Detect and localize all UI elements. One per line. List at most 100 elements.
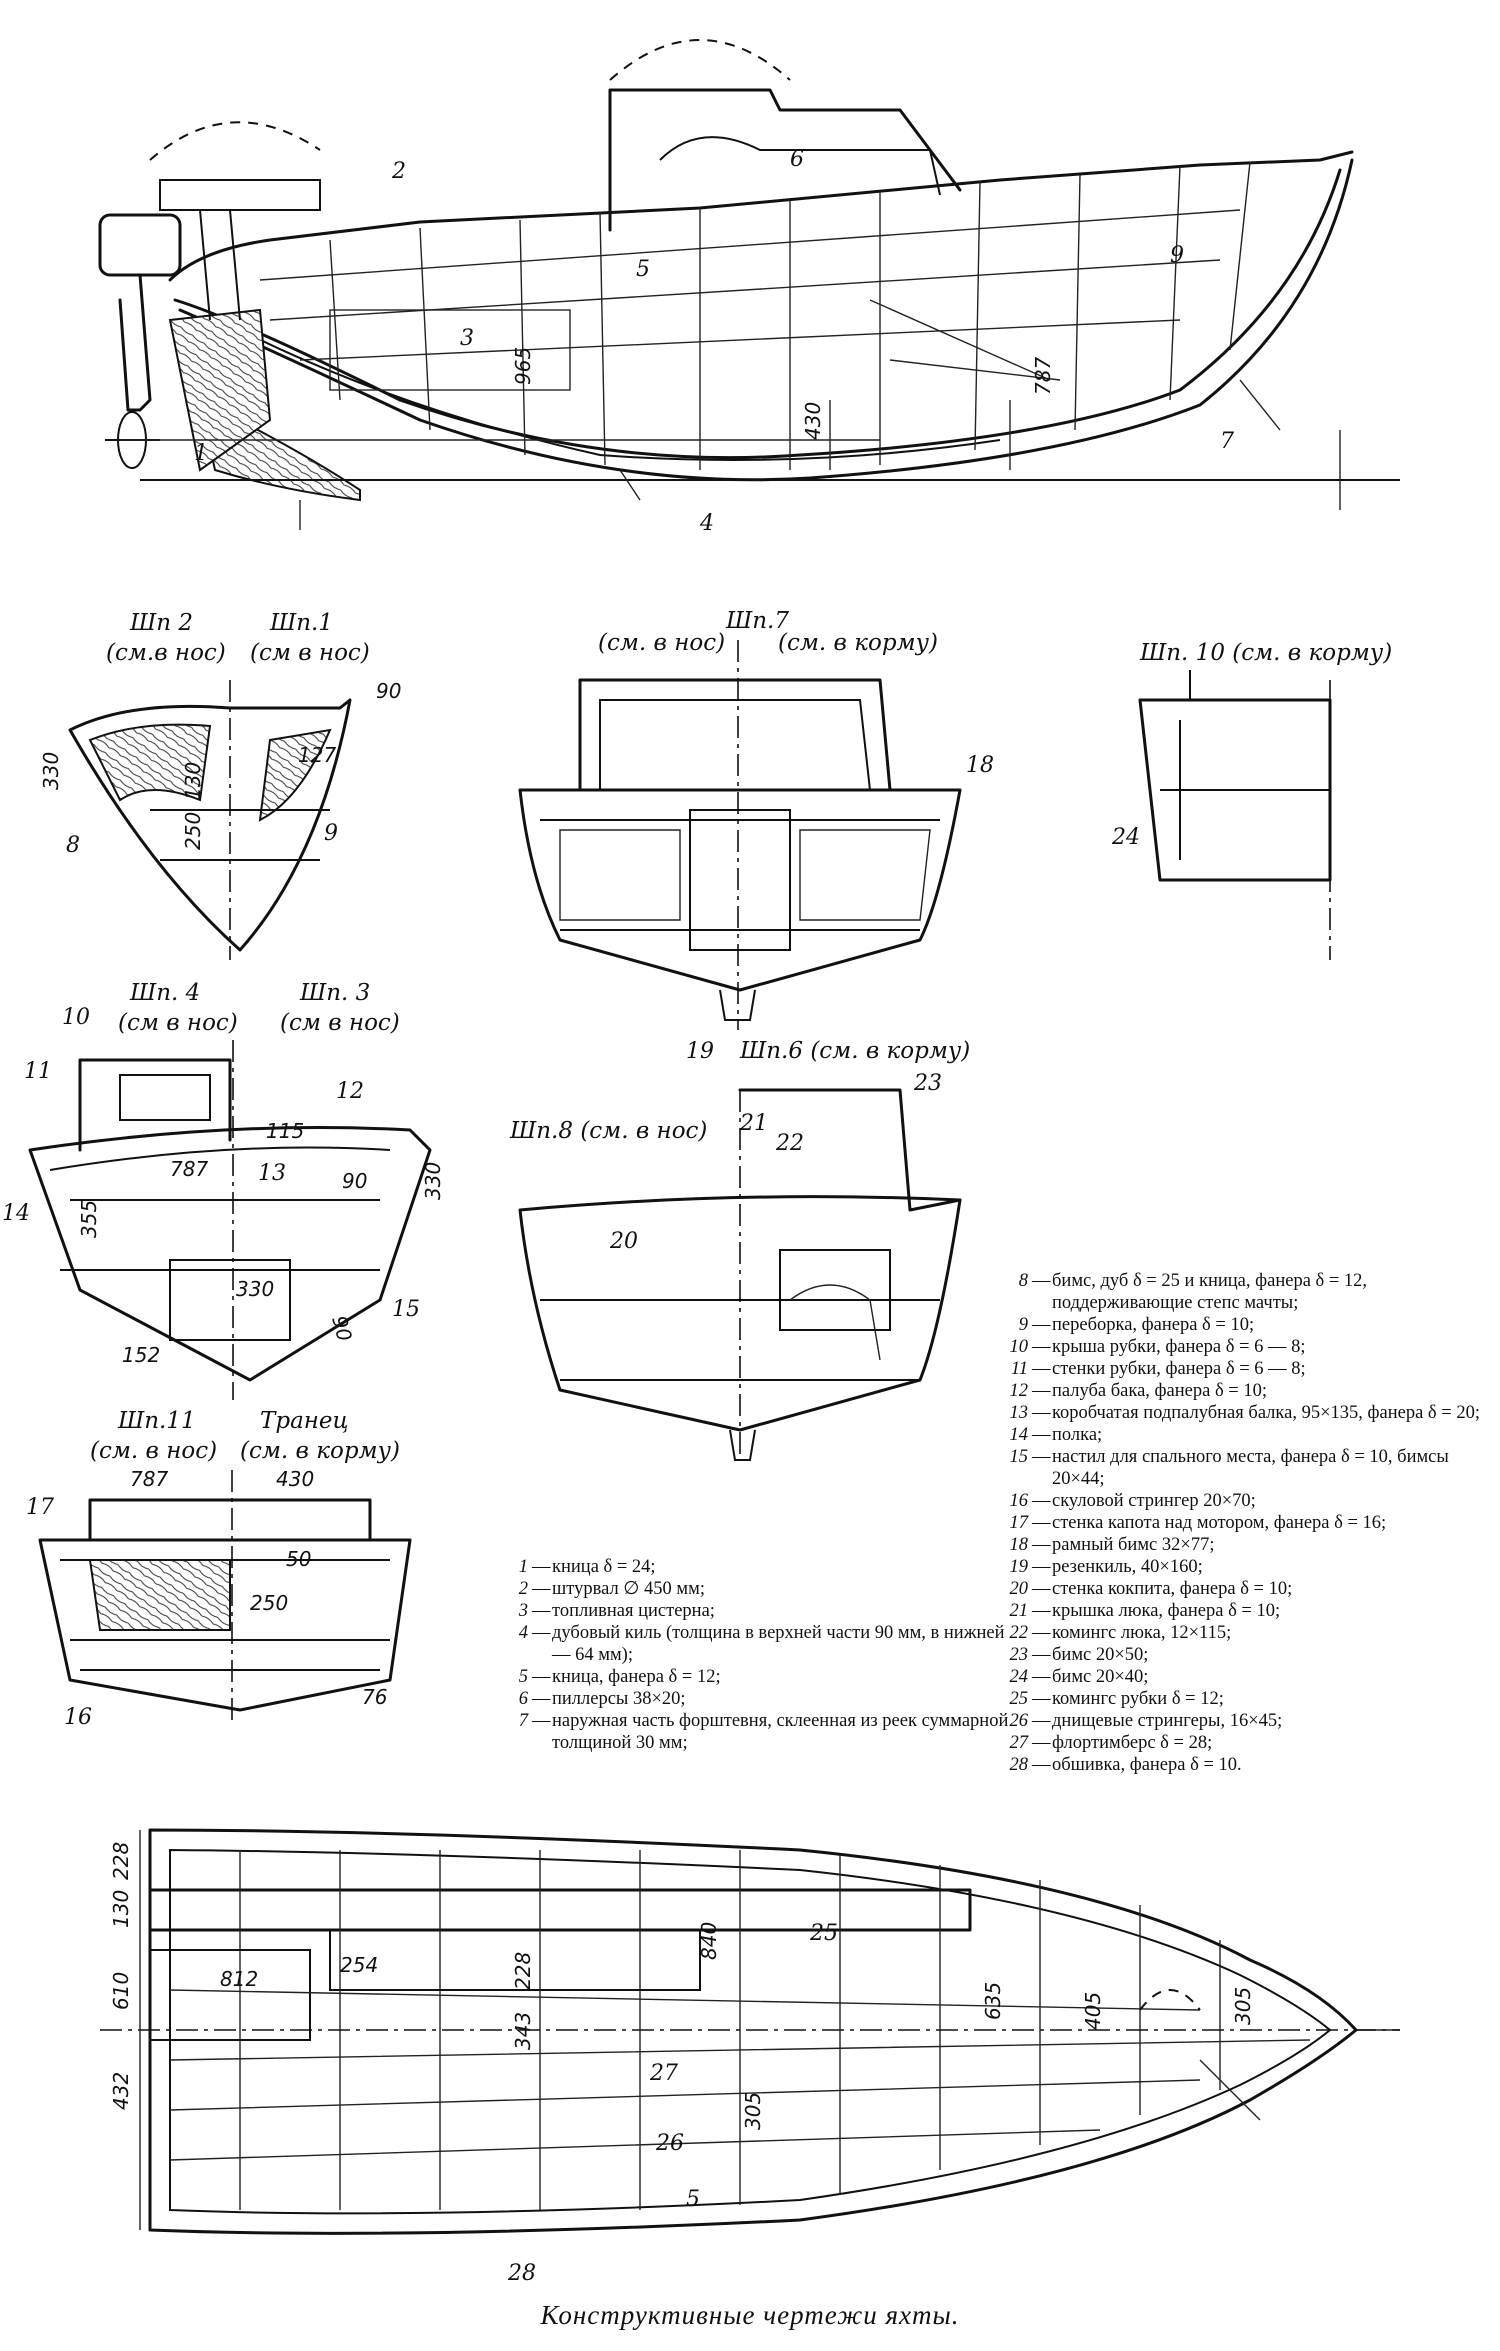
sp11-dim-76: 76 [362, 1685, 387, 1709]
legend-item-dash: — [532, 1667, 551, 1687]
legend-item-dash: — [1032, 1337, 1051, 1357]
side-label-9: 9 [1170, 243, 1184, 268]
legend-item-dash: — [1032, 1601, 1051, 1621]
legend-item-text: рамный бимс 32×77; [1052, 1535, 1215, 1555]
legend-item-dash: — [1032, 1733, 1051, 1753]
sp7-label-19: 19 [686, 1039, 714, 1064]
side-label-5: 5 [636, 257, 650, 282]
legend-item-text: штурвал ∅ 450 мм; [552, 1579, 705, 1599]
title-transom-dir: (см. в корму) [240, 1438, 400, 1464]
legend-item-dash: — [532, 1689, 551, 1709]
legend-item-dash: — [1032, 1535, 1051, 1555]
side-dim-430: 430 [801, 402, 825, 440]
legend-item-number: 13 [1009, 1403, 1029, 1423]
sp21-dim-330: 330 [39, 752, 63, 790]
legend-item: 27—флортимберс δ = 28; [1006, 1732, 1490, 1754]
legend-item: 7—наружная часть форштевня, склеенная из… [506, 1710, 1026, 1754]
legend-item: 9—переборка, фанера δ = 10; [1006, 1314, 1490, 1336]
legend-item-dash: — [1032, 1425, 1051, 1445]
legend-item-text: стенки рубки, фанера δ = 6 — 8; [1052, 1359, 1306, 1379]
side-label-4: 4 [699, 511, 714, 536]
legend-item: 15—настил для спального места, фанера δ … [1006, 1446, 1490, 1490]
plan-dim-254: 254 [340, 1953, 378, 1977]
legend-item-dash: — [1032, 1755, 1051, 1775]
legend-item-number: 24 [1009, 1667, 1029, 1687]
legend-item-dash: — [532, 1623, 551, 1643]
side-dim-965: 965 [511, 347, 535, 385]
sp43-label-14: 14 [2, 1201, 30, 1226]
sp43-dim-330b: 330 [236, 1277, 274, 1301]
legend-item-number: 2 [518, 1579, 528, 1599]
transom-knee [168, 308, 272, 472]
legend-item: 8—бимс, дуб δ = 25 и кница, фанера δ = 1… [1006, 1270, 1490, 1314]
parts-legend-left: 1—кница δ = 24;2—штурвал ∅ 450 мм;3—топл… [506, 1556, 1026, 1754]
legend-item: 20—стенка кокпита, фанера δ = 10; [1006, 1578, 1490, 1600]
legend-item: 19—резенкиль, 40×160; [1006, 1556, 1490, 1578]
legend-item: 24—бимс 20×40; [1006, 1666, 1490, 1688]
legend-item-text: бимс 20×50; [1052, 1645, 1149, 1665]
sp43-dim-90b: 90 [327, 1313, 357, 1344]
plan-dim-228: 228 [109, 1842, 133, 1880]
legend-item-number: 23 [1009, 1645, 1029, 1665]
legend-item: 25—комингс рубки δ = 12; [1006, 1688, 1490, 1710]
legend-item-text: днищевые стрингеры, 16×45; [1052, 1711, 1283, 1731]
legend-item-text: палуба бака, фанера δ = 10; [1052, 1381, 1267, 1401]
sp43-label-10: 10 [62, 1005, 90, 1030]
legend-item-dash: — [1032, 1381, 1051, 1401]
legend-item-dash: — [1032, 1513, 1051, 1533]
sp21-label-9: 9 [324, 821, 338, 846]
legend-item-number: 7 [518, 1711, 528, 1731]
legend-item-text: коробчатая подпалубная балка, 95×135, фа… [1052, 1403, 1480, 1423]
legend-item-text: бимс, дуб δ = 25 и кница, фанера δ = 12,… [1052, 1271, 1368, 1313]
legend-item-text: наружная часть форштевня, склеенная из р… [552, 1711, 1009, 1753]
side-label-1: 1 [194, 441, 208, 466]
side-label-7: 7 [1220, 429, 1234, 454]
legend-item: 28—обшивка, фанера δ = 10. [1006, 1754, 1490, 1776]
legend-item-number: 25 [1009, 1689, 1029, 1709]
legend-item-number: 28 [1009, 1755, 1029, 1775]
legend-item-number: 19 [1009, 1557, 1029, 1577]
legend-item-number: 16 [1009, 1491, 1029, 1511]
title-sp8: Шп.8 (см. в нос) [509, 1118, 707, 1144]
legend-item-number: 8 [1018, 1271, 1028, 1291]
legend-item-number: 1 [518, 1557, 528, 1577]
legend-item-text: скуловой стрингер 20×70; [1052, 1491, 1256, 1511]
plan-dim-840: 840 [697, 1922, 721, 1960]
legend-item-dash: — [1032, 1403, 1051, 1423]
legend-item-dash: — [1032, 1623, 1051, 1643]
legend-item-number: 5 [518, 1667, 528, 1687]
sp43-dim-787: 787 [170, 1157, 208, 1181]
title-sp11-dir: (см. в нос) [90, 1438, 217, 1464]
title-sp4-dir: (см в нос) [118, 1010, 238, 1036]
legend-item-number: 18 [1009, 1535, 1029, 1555]
sp11-dim-787: 787 [130, 1467, 168, 1491]
legend-item: 22—комингс люка, 12×115; [1006, 1622, 1490, 1644]
title-sp4: Шп. 4 [129, 980, 200, 1006]
legend-item-dash: — [1032, 1447, 1051, 1467]
legend-item-text: флортимберс δ = 28; [1052, 1733, 1213, 1753]
legend-item-text: дубовый киль (толщина в верхней части 90… [552, 1623, 1005, 1665]
steering-wheel-arc [149, 121, 321, 161]
legend-item-dash: — [1032, 1689, 1051, 1709]
side-dim-787: 787 [1031, 357, 1055, 395]
legend-item-text: полка; [1052, 1425, 1103, 1445]
legend-item: 18—рамный бимс 32×77; [1006, 1534, 1490, 1556]
section-frame-10: Шп. 10 (см. в корму) 24 [1111, 640, 1392, 960]
legend-item-text: кница, фанера δ = 12; [552, 1667, 721, 1687]
legend-item: 5—кница, фанера δ = 12; [506, 1666, 1026, 1688]
legend-item: 16—скуловой стрингер 20×70; [1006, 1490, 1490, 1512]
sp11-dim-430: 430 [276, 1467, 314, 1491]
plan-dim-432: 432 [109, 2072, 133, 2110]
legend-item: 6—пиллерсы 38×20; [506, 1688, 1026, 1710]
legend-item: 11—стенки рубки, фанера δ = 6 — 8; [1006, 1358, 1490, 1380]
legend-item: 23—бимс 20×50; [1006, 1644, 1490, 1666]
legend-item-text: настил для спального места, фанера δ = 1… [1052, 1447, 1449, 1489]
sp11-dim-50: 50 [286, 1547, 311, 1571]
plan-label-25: 25 [809, 1921, 838, 1946]
legend-item-text: стенка капота над мотором, фанера δ = 16… [1052, 1513, 1387, 1533]
legend-item-number: 15 [1009, 1447, 1029, 1467]
legend-item-dash: — [1032, 1315, 1051, 1335]
parts-legend-right: 8—бимс, дуб δ = 25 и кница, фанера δ = 1… [1006, 1270, 1490, 1776]
plan-dim-405: 405 [1081, 1992, 1105, 2030]
plan-label-27: 27 [649, 2061, 678, 2086]
